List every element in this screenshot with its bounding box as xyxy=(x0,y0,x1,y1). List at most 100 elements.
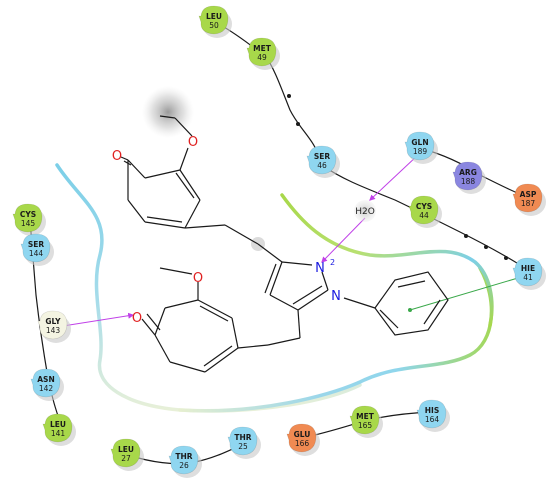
residue-name: MET xyxy=(253,44,272,53)
residue-number: 166 xyxy=(295,439,310,448)
residue-badge xyxy=(512,257,543,287)
residue-badge xyxy=(20,233,51,263)
residue-name: CYS xyxy=(20,210,36,219)
residue-number: 187 xyxy=(521,199,536,208)
phenyl-ring xyxy=(343,271,449,336)
residues: LEU50MET49SER46GLN189ARG188ASP187CYS44HI… xyxy=(12,5,546,478)
residue-name: GLY xyxy=(45,317,61,326)
residue-badge xyxy=(42,413,73,443)
hbond-water-n2 xyxy=(321,217,366,263)
residue-name: CYS xyxy=(416,202,432,211)
residue-badge xyxy=(349,405,380,435)
residue-number: 25 xyxy=(238,442,248,451)
residue-name: SER xyxy=(28,240,45,249)
residue-number: 189 xyxy=(413,147,428,156)
residue-number: 145 xyxy=(21,219,36,228)
backbone-traces xyxy=(29,21,536,465)
residue-badge xyxy=(452,161,483,191)
residue-badge xyxy=(416,399,447,429)
residue-number: 50 xyxy=(209,21,219,30)
residue-badge xyxy=(512,183,543,213)
residue-name: LEU xyxy=(50,420,66,429)
residue-number: 143 xyxy=(46,326,61,335)
atom-nitrogen-n2: N xyxy=(315,261,325,276)
residue-name: ASN xyxy=(37,375,54,384)
residue-badge xyxy=(227,426,258,456)
residue-number: 188 xyxy=(461,177,476,186)
residue-badge xyxy=(37,310,68,340)
residue-badge xyxy=(408,195,439,225)
hbond-gly143-o xyxy=(62,312,135,327)
residue-number: 141 xyxy=(51,429,66,438)
atom-nitrogen-n1: N xyxy=(331,289,341,304)
residue-number: 41 xyxy=(523,273,533,282)
residue-badge xyxy=(404,131,435,161)
atom-oxygen-lower-methoxy: O xyxy=(193,271,203,286)
upper-ring xyxy=(120,115,201,229)
residue-name: MET xyxy=(356,412,375,421)
residue-name: LEU xyxy=(118,445,134,454)
water-molecule: H2O xyxy=(354,200,376,222)
residue-badge xyxy=(110,438,141,468)
residue-name: ARG xyxy=(459,168,477,177)
atom-charge-n2: 2 xyxy=(330,258,335,267)
pi-cation-hie41 xyxy=(409,274,529,311)
atom-oxygen-upper-methoxy: O xyxy=(188,135,198,150)
residue-number: 26 xyxy=(179,461,189,470)
water-label: H2O xyxy=(355,207,375,217)
residue-name: GLN xyxy=(411,138,428,147)
residue-name: HIE xyxy=(521,264,535,273)
residue-name: LEU xyxy=(206,12,222,21)
residue-number: 165 xyxy=(358,421,373,430)
residue-badge xyxy=(286,423,317,453)
ligand: O O N 2 N xyxy=(112,86,449,373)
pyrazole-ring xyxy=(264,261,329,311)
residue-name: HIS xyxy=(425,406,439,415)
pocket-contour xyxy=(55,163,494,413)
residue-name: GLU xyxy=(294,430,311,439)
residue-badge xyxy=(198,5,229,35)
residue-number: 49 xyxy=(257,53,267,62)
residue-number: 144 xyxy=(29,249,44,258)
residue-badge xyxy=(168,445,199,475)
atom-oxygen-lower-carbonyl: O xyxy=(132,311,142,326)
residue-badge xyxy=(306,145,337,175)
hbond-gln189-water xyxy=(369,154,419,201)
residue-name: THR xyxy=(175,452,192,461)
residue-number: 164 xyxy=(425,415,440,424)
residue-name: SER xyxy=(314,152,331,161)
interactions xyxy=(62,154,529,327)
residue-number: 46 xyxy=(317,161,327,170)
residue-number: 44 xyxy=(419,211,429,220)
atom-oxygen-upper-carbonyl: O xyxy=(112,149,122,164)
residue-name: ASP xyxy=(520,190,537,199)
residue-badge xyxy=(12,203,43,233)
residue-badge xyxy=(246,37,277,67)
lower-ring xyxy=(141,267,239,373)
residue-name: THR xyxy=(234,433,251,442)
residue-number: 142 xyxy=(39,384,54,393)
residue-badge xyxy=(30,368,61,398)
residue-number: 27 xyxy=(121,454,131,463)
